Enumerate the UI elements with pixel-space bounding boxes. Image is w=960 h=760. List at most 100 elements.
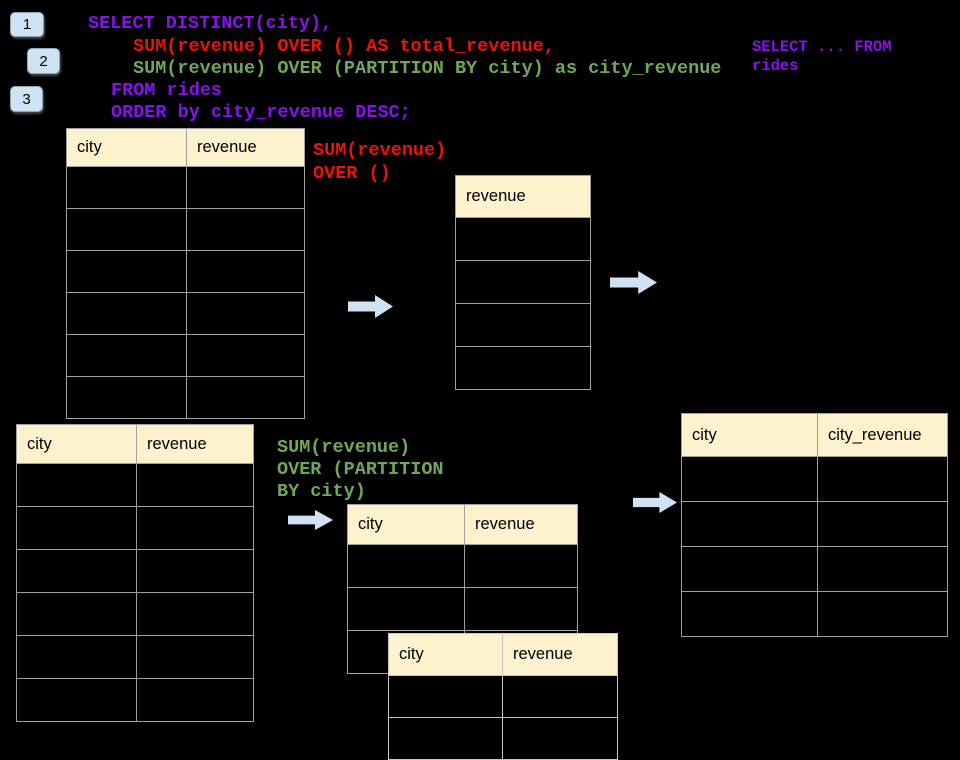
empty-cell <box>681 591 818 637</box>
step-badge-3: 3 <box>10 86 43 112</box>
empty-cell <box>817 456 948 502</box>
column-header: city <box>681 413 818 457</box>
empty-cell <box>186 166 305 209</box>
label-total-window: SUM(revenue)OVER () <box>313 139 446 185</box>
empty-cell <box>681 456 818 502</box>
empty-cell <box>136 506 254 550</box>
empty-cell <box>347 544 465 588</box>
sql-line-select: SELECT DISTINCT(city), <box>88 13 333 34</box>
empty-cell <box>186 334 305 377</box>
side-note-select-from: SELECT ... FROM <box>752 38 892 56</box>
table-row <box>388 675 618 718</box>
empty-cell <box>388 717 503 760</box>
table-row <box>16 678 254 722</box>
table-row <box>16 635 254 679</box>
empty-cell <box>16 592 137 636</box>
empty-cell <box>66 208 187 251</box>
empty-cell <box>681 501 818 547</box>
empty-cell <box>347 587 465 631</box>
table-row <box>455 260 591 304</box>
right-arrow-icon <box>633 492 677 513</box>
label-total-window-line1: SUM(revenue) <box>313 140 447 161</box>
label-total-window-line2: OVER () <box>313 163 391 184</box>
empty-cell <box>136 549 254 593</box>
side-note-rides: rides <box>752 57 799 75</box>
table-row <box>16 463 254 507</box>
empty-cell <box>817 546 948 592</box>
empty-cell <box>455 303 591 347</box>
column-header: city <box>347 504 465 545</box>
empty-cell <box>464 587 578 631</box>
table-row <box>16 549 254 593</box>
empty-cell <box>455 346 591 390</box>
empty-cell <box>16 463 137 507</box>
table-row <box>388 717 618 760</box>
empty-cell <box>16 549 137 593</box>
table-row <box>66 208 305 251</box>
empty-cell <box>186 376 305 419</box>
table-row <box>16 592 254 636</box>
column-header: revenue <box>136 424 254 464</box>
right-arrow-icon <box>348 295 393 318</box>
empty-cell <box>502 675 618 718</box>
column-header: revenue <box>455 175 591 218</box>
empty-cell <box>16 678 137 722</box>
empty-cell <box>66 166 187 209</box>
empty-cell <box>16 506 137 550</box>
table-row <box>66 376 305 419</box>
table-row <box>16 506 254 550</box>
table-row <box>66 166 305 209</box>
empty-cell <box>136 463 254 507</box>
empty-cell <box>66 376 187 419</box>
empty-cell <box>66 250 187 293</box>
slide-canvas: { "colors": { "purple": "#8712EC", "red"… <box>10 12 948 760</box>
label-partition-window-line2: OVER (PARTITION <box>277 459 444 480</box>
column-header: city <box>66 128 187 167</box>
sql-line-total-revenue: SUM(revenue) OVER () AS total_revenue, <box>133 36 555 57</box>
table-row <box>681 591 948 637</box>
table-row <box>347 587 578 631</box>
label-partition-window-line3: BY city) <box>277 481 366 502</box>
empty-cell <box>464 544 578 588</box>
column-header: revenue <box>186 128 305 167</box>
empty-cell <box>186 292 305 335</box>
empty-cell <box>186 208 305 251</box>
right-arrow-icon <box>288 510 333 530</box>
table-row <box>455 303 591 347</box>
table-row <box>347 544 578 588</box>
empty-cell <box>388 675 503 718</box>
column-header: city_revenue <box>817 413 948 457</box>
empty-cell <box>817 501 948 547</box>
label-partition-window-line1: SUM(revenue) <box>277 437 411 458</box>
empty-cell <box>136 635 254 679</box>
empty-cell <box>136 592 254 636</box>
right-arrow-icon <box>610 271 657 294</box>
empty-cell <box>817 591 948 637</box>
empty-cell <box>681 546 818 592</box>
empty-cell <box>16 635 137 679</box>
table-row <box>455 217 591 261</box>
sql-line-city-revenue: SUM(revenue) OVER (PARTITION BY city) as… <box>133 58 722 79</box>
empty-cell <box>502 717 618 760</box>
sql-line-order-by: ORDER by city_revenue DESC; <box>111 102 411 123</box>
empty-cell <box>66 292 187 335</box>
table-row <box>681 501 948 547</box>
empty-cell <box>186 250 305 293</box>
column-header: revenue <box>502 633 618 676</box>
empty-cell <box>455 260 591 304</box>
table-row <box>681 456 948 502</box>
empty-cell <box>66 334 187 377</box>
empty-cell <box>455 217 591 261</box>
table-row <box>66 334 305 377</box>
table-row <box>66 250 305 293</box>
step-badge-1: 1 <box>10 12 44 37</box>
column-header: city <box>388 633 503 676</box>
step-badge-2: 2 <box>27 48 60 74</box>
sql-line-from: FROM rides <box>111 80 223 101</box>
total-revenue-result-table: revenue <box>455 175 591 390</box>
table-row <box>66 292 305 335</box>
